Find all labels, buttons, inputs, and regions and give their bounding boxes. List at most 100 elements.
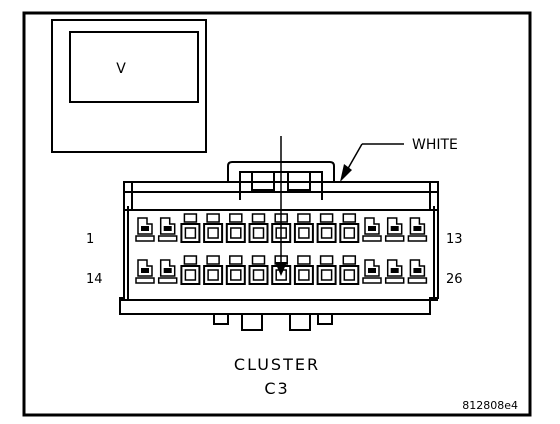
connector-cavity [135,259,155,284]
cavity-terminal [386,217,403,235]
cavity-square [225,223,246,243]
cavity-terminal-contact [413,268,422,273]
pin-label-top-left: 1 [86,232,94,247]
cavity-square [248,265,269,285]
view-indicator-label: V [116,61,126,77]
cavity-terminal-base [362,277,382,284]
cavity-terminal-base [407,235,428,242]
connector-cavity [384,217,405,242]
cavity-terminal [386,259,403,277]
cavity-terminal [409,259,426,277]
connector-cavity [203,213,224,243]
cavity-latch [251,255,266,265]
connector-cavity [225,213,246,243]
cavity-terminal-base [362,235,382,242]
connector-cavity [180,255,201,285]
cavity-square [293,223,314,243]
connector-cavity [384,259,405,284]
cavity-terminal [137,259,153,277]
cavity-square-inner [343,269,356,281]
cavity-terminal [159,217,176,235]
cavity-terminal-contact [413,226,422,231]
cavity-terminal-contact [163,226,172,231]
connector-name: CLUSTER [234,355,320,374]
cavity-square [316,265,337,285]
figure-id: 812808e4 [462,399,518,412]
cavity-terminal [364,259,380,277]
cavity-terminal-base [384,235,405,242]
cavity-square [225,265,246,285]
outer-frame [22,11,532,417]
cavity-terminal-contact [390,268,399,273]
callout-arrowhead [340,164,352,182]
view-indicator: V [51,19,207,153]
connector-cavity [203,255,224,285]
connector-cavity [362,259,382,284]
cavity-square-inner [298,269,310,281]
connector-cavity [157,217,178,242]
pin-label-bottom-left: 14 [86,272,103,287]
cavity-latch [319,255,334,265]
cavity-square-inner [343,227,356,239]
cavity-latch [342,255,357,265]
cavity-terminal-contact [163,268,172,273]
cavity-terminal-base [384,277,405,284]
connector-cavity [248,255,269,285]
cavity-square [180,223,201,243]
cavity-terminal-base [157,277,178,284]
connector-cavity [293,213,314,243]
cavity-square [271,265,292,285]
cavity-square-inner [230,269,242,281]
connector-cavity [157,259,178,284]
cavity-square-inner [275,269,287,281]
cavity-latch [206,255,220,265]
connector-cavity [407,217,428,242]
cavity-square [339,265,360,285]
pin-label-top-right: 13 [446,232,463,247]
connector-cavity [316,255,337,285]
cavity-terminal-contact [141,226,149,231]
connector-cavity [339,213,360,243]
white-callout: WHITE [340,137,458,182]
cavity-square [248,223,269,243]
connector-cavity [248,213,269,243]
cavity-square [316,223,337,243]
connector-cavity [271,255,292,285]
view-indicator-inner-box [69,31,199,103]
cavity-latch [297,213,311,223]
cavity-latch [342,213,357,223]
cavity-latch [319,213,334,223]
callout-leader-diag [345,143,363,173]
cavity-square-inner [184,227,197,239]
cavity-terminal-base [157,235,178,242]
cavity-square-inner [320,227,333,239]
connector-cavity [407,259,428,284]
cavity-terminal [137,217,153,235]
pin-label-bottom-right: 26 [446,272,463,287]
cavity-terminal-contact [141,268,149,273]
connector-cavity [316,213,337,243]
cavity-latch [183,213,198,223]
cavity-terminal-contact [368,268,376,273]
connector-cavity [293,255,314,285]
connector-cavity [339,255,360,285]
connector-cavity [135,217,155,242]
cavity-latch [274,213,288,223]
bottom-flange [120,299,438,331]
cavity-latch [229,213,243,223]
cavity-latch [183,255,198,265]
view-indicator-outer-box [51,19,207,153]
cavity-latch [297,255,311,265]
connector-cavity [271,213,292,243]
cavity-terminal [159,259,176,277]
cavity-square-inner [207,269,219,281]
cavity-terminal [409,217,426,235]
cavity-square [293,265,314,285]
cavity-terminal-contact [368,226,376,231]
cavity-square-inner [230,227,242,239]
cavity-square-inner [320,269,333,281]
connector-housing [119,161,439,331]
cavity-square-inner [298,227,310,239]
connector-cavity [225,255,246,285]
